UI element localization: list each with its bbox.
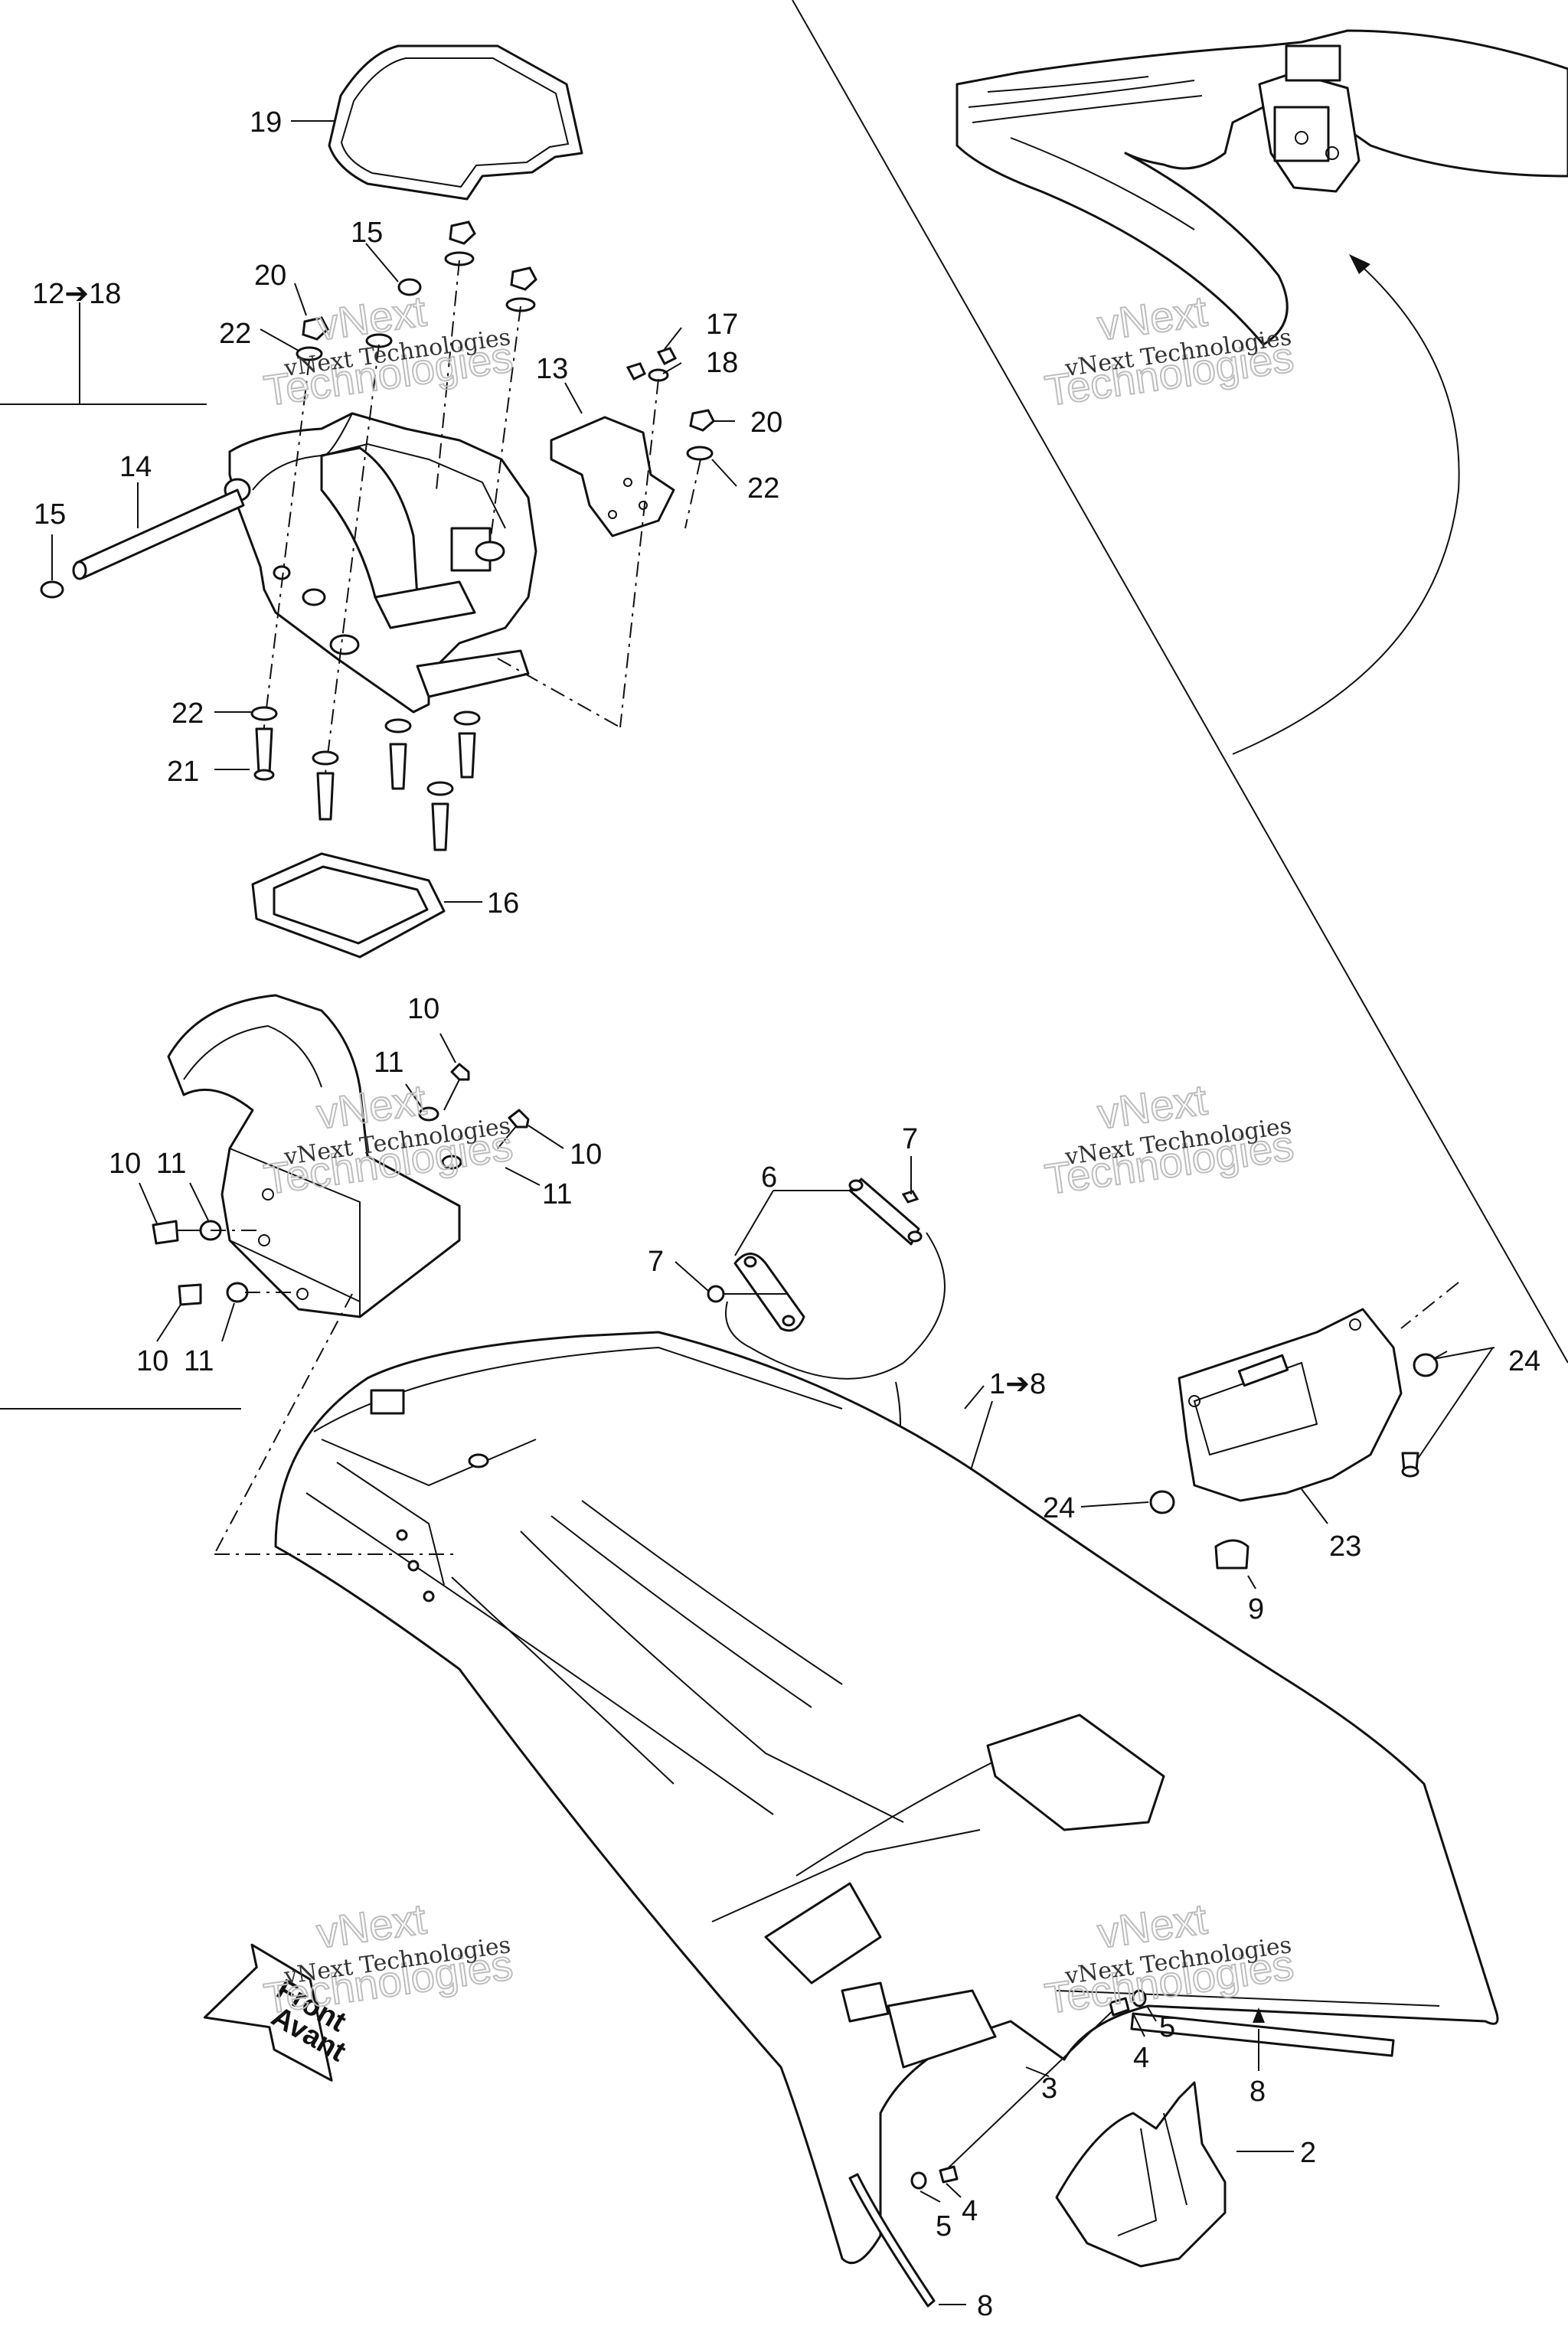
watermarks: vNext Technologies vNext Technologies vN…	[260, 286, 1297, 2024]
callout-11-right: 11	[542, 1178, 572, 1210]
callout-8-right: 8	[1250, 2076, 1266, 2108]
callout-7-top: 7	[902, 1123, 918, 1155]
callout-16: 16	[487, 887, 519, 920]
callout-18: 18	[706, 347, 738, 379]
callout-15-top: 15	[351, 217, 383, 249]
callout-14: 14	[119, 451, 152, 483]
callout-21: 21	[167, 756, 199, 788]
callout-22-left: 22	[219, 318, 251, 350]
gasket-16	[251, 852, 446, 959]
callout-11-bottom: 11	[184, 1345, 214, 1377]
strip-8-right	[1130, 2012, 1395, 2057]
callout-15-left: 15	[34, 498, 66, 531]
bracket-13	[550, 416, 675, 537]
bottom-bolts-21	[250, 706, 481, 851]
washer-15-left	[40, 580, 64, 599]
callout-19: 19	[250, 106, 282, 139]
callout-10-right: 10	[570, 1138, 602, 1171]
seat-main	[274, 1331, 1499, 2265]
callout-17: 17	[706, 309, 738, 341]
callout-11-left: 11	[156, 1148, 186, 1180]
latch-plates-6-7	[707, 1171, 923, 1332]
rod-14	[72, 488, 245, 580]
callout-10-bottom: 10	[136, 1345, 168, 1377]
inset-divider	[792, 0, 1568, 1364]
callout-12-18: 12➔18	[32, 278, 121, 310]
callout-6: 6	[761, 1161, 777, 1194]
callout-labels: 19 15 20 22 12➔18 13 17 18 20 22 14 15 2…	[32, 106, 1540, 2322]
callout-2: 2	[1300, 2137, 1316, 2169]
hinge-bracket	[167, 994, 461, 1318]
callout-22-bottom: 22	[172, 697, 204, 730]
callout-10-left: 10	[109, 1148, 141, 1180]
callout-24-right: 24	[1508, 1345, 1540, 1377]
callout-4-right: 4	[1133, 2042, 1149, 2074]
callout-13: 13	[536, 353, 568, 385]
callout-1-8: 1➔8	[989, 1368, 1046, 1400]
screws-washers-10-11	[152, 1063, 530, 1306]
seat-rear-inset	[956, 29, 1568, 346]
callout-11-top: 11	[374, 1047, 403, 1079]
callout-5-left: 5	[936, 2210, 952, 2243]
grommet-24-left	[1149, 1490, 1175, 1514]
callout-3: 3	[1041, 2073, 1057, 2105]
callout-20-left: 20	[254, 260, 286, 292]
callout-20-right: 20	[750, 407, 782, 439]
inset-arrow	[1232, 254, 1460, 755]
cover-23	[1178, 1308, 1403, 1502]
callout-5-right: 5	[1159, 2011, 1175, 2043]
callout-8-bottom: 8	[977, 2290, 993, 2322]
top-nuts-washers	[296, 220, 715, 461]
detail-circle	[725, 1232, 946, 1380]
gasket-19	[328, 44, 583, 201]
grommet-24-right	[1413, 1353, 1439, 1377]
callout-10-top: 10	[407, 993, 439, 1025]
callout-22-right: 22	[747, 472, 779, 505]
callout-7-left: 7	[648, 1246, 664, 1278]
seat-frame-bracket	[224, 412, 537, 714]
callout-4-left: 4	[962, 2195, 978, 2227]
bumper-9	[1214, 1539, 1250, 1570]
strip-8-bottom	[848, 2173, 936, 2308]
handle-cover-2	[1055, 2081, 1227, 2268]
cable-3	[910, 1989, 1147, 2190]
callout-24-left: 24	[1043, 1492, 1075, 1524]
callout-9: 9	[1248, 1593, 1264, 1625]
callout-23: 23	[1329, 1530, 1361, 1563]
